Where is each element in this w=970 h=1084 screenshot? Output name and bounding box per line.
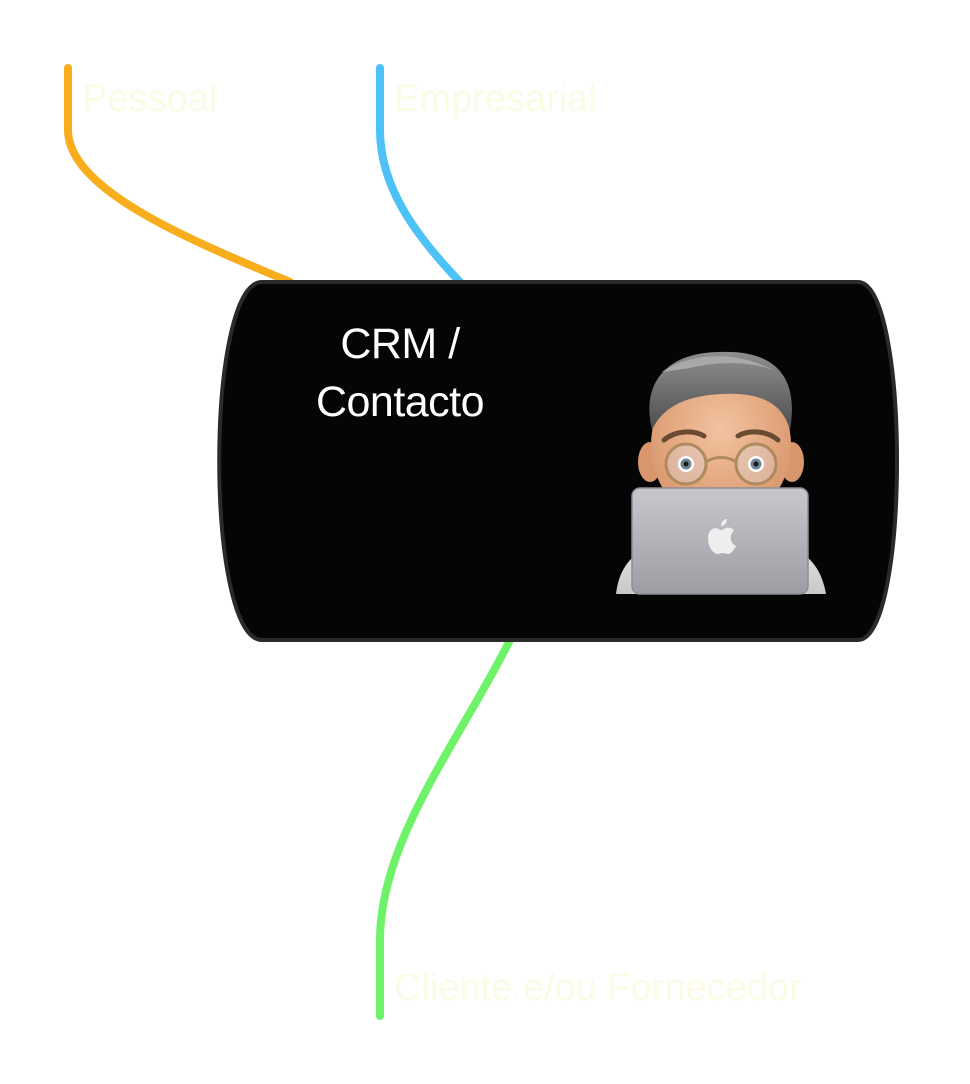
central-topic-title[interactable]: CRM / Contacto — [250, 315, 550, 431]
central-topic-line-1: CRM / — [340, 320, 460, 368]
branch-label-pessoal[interactable]: Pessoal — [82, 78, 218, 120]
central-topic-line-2: Contacto — [315, 378, 485, 426]
branch-label-empresarial[interactable]: Empresarial — [394, 78, 597, 120]
branch-line-pessoal — [64, 64, 294, 286]
memoji-laptop-icon — [616, 351, 826, 595]
branch-line-cliente — [376, 636, 514, 1020]
branch-label-cliente[interactable]: Cliente e/ou Fornecedor — [394, 967, 802, 1009]
branch-line-empresarial — [376, 64, 464, 286]
